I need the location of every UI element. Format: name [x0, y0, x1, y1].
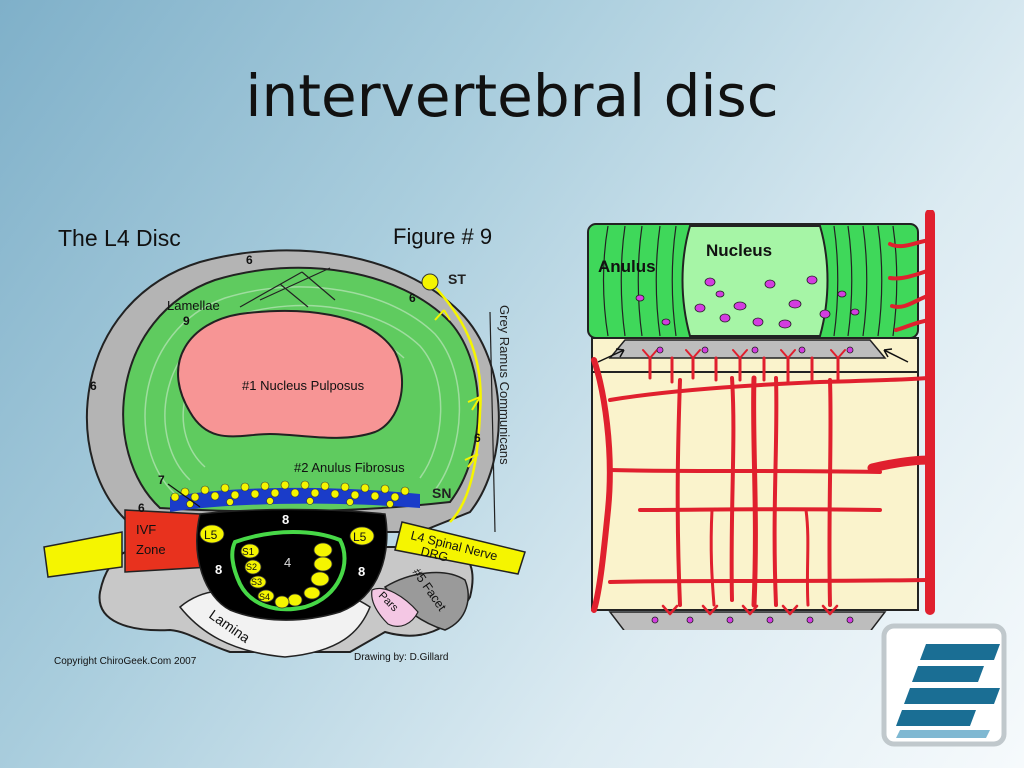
- number-6-right: 6: [474, 431, 481, 445]
- root-label-l5-right: L5: [353, 530, 367, 544]
- root-label-l5-left: L5: [204, 528, 218, 542]
- l4-nerve-label-line2: DRG: [419, 544, 449, 564]
- root-label-s2: S2: [246, 562, 257, 572]
- lamella-ring: [164, 304, 442, 481]
- canal-number-8-top: 8: [282, 512, 289, 527]
- right-endplate-arrow-icon: [883, 348, 909, 363]
- nucleus-cells: [635, 275, 860, 329]
- canal-number-8-left: 8: [215, 562, 222, 577]
- lamellae-label: Lamellae: [167, 298, 220, 313]
- endplate-cells: [651, 346, 854, 624]
- l4-disc-diagram: The L4 Disc Figure # 9 Lamina IVF Zone: [43, 224, 526, 667]
- number-6-upper-right: 6: [409, 291, 416, 305]
- nucleus-text: Nucleus: [706, 241, 772, 260]
- nerve-branches: [434, 309, 481, 468]
- canal-number-4: 4: [284, 555, 291, 570]
- nucleus-label: #1 Nucleus Pulposus: [242, 378, 365, 393]
- anulus-lamellae: [602, 225, 898, 337]
- canal-number-8-right: 8: [358, 564, 365, 579]
- drawing-by: Drawing by: D.Gillard: [354, 652, 448, 663]
- copyright: Copyright ChiroGeek.Com 2007: [54, 656, 197, 667]
- lamellae-fibres: [239, 267, 336, 308]
- number-6-lower-left: 6: [138, 501, 145, 515]
- nucleus-region: [681, 225, 829, 337]
- number-9: 9: [183, 314, 190, 328]
- left-nerve-root: [43, 531, 123, 578]
- sn-label: SN: [432, 485, 451, 501]
- lower-cartilage: [608, 611, 887, 630]
- anulus-label: #2 Anulus Fibrosus: [294, 460, 405, 475]
- cauda-equina-roots: [199, 524, 375, 609]
- number-7: 7: [158, 473, 165, 487]
- figure-label: Figure # 9: [393, 224, 492, 249]
- grey-ramus-outline: [489, 311, 496, 533]
- number-6-top: 6: [246, 253, 253, 267]
- anulus-text: Anulus: [598, 257, 656, 276]
- root-label-s3: S3: [251, 577, 262, 587]
- ivf-label-line1: IVF: [136, 522, 156, 537]
- disc-vascular-diagram: Anulus Nucleus: [587, 210, 935, 630]
- pars: [371, 588, 419, 627]
- nerve-endings: [170, 480, 410, 508]
- blood-vessels: [591, 210, 935, 616]
- sympathetic-trunk: [421, 273, 439, 291]
- layered-stripes-logo-icon: [881, 623, 1007, 747]
- st-label: ST: [448, 271, 466, 287]
- slide-title: intervertebral disc: [245, 62, 779, 130]
- number-6-left: 6: [90, 379, 97, 393]
- number-7-pointer: [167, 483, 201, 508]
- dural-sac: [230, 530, 347, 612]
- upper-cartilage: [608, 339, 887, 359]
- grey-ramus-label: Grey Ramus Communicans: [497, 305, 512, 465]
- nucleus-pulposus: [177, 309, 403, 439]
- grey-ramus-communicans: [429, 281, 482, 523]
- root-label-s4: S4: [259, 592, 270, 602]
- ivf-label-line2: Zone: [136, 542, 166, 557]
- l4-spinal-nerve: [394, 521, 526, 575]
- left-endplate-arrow-icon: [597, 348, 625, 363]
- root-label-s1: S1: [242, 547, 255, 558]
- diagram-heading: The L4 Disc: [58, 225, 181, 251]
